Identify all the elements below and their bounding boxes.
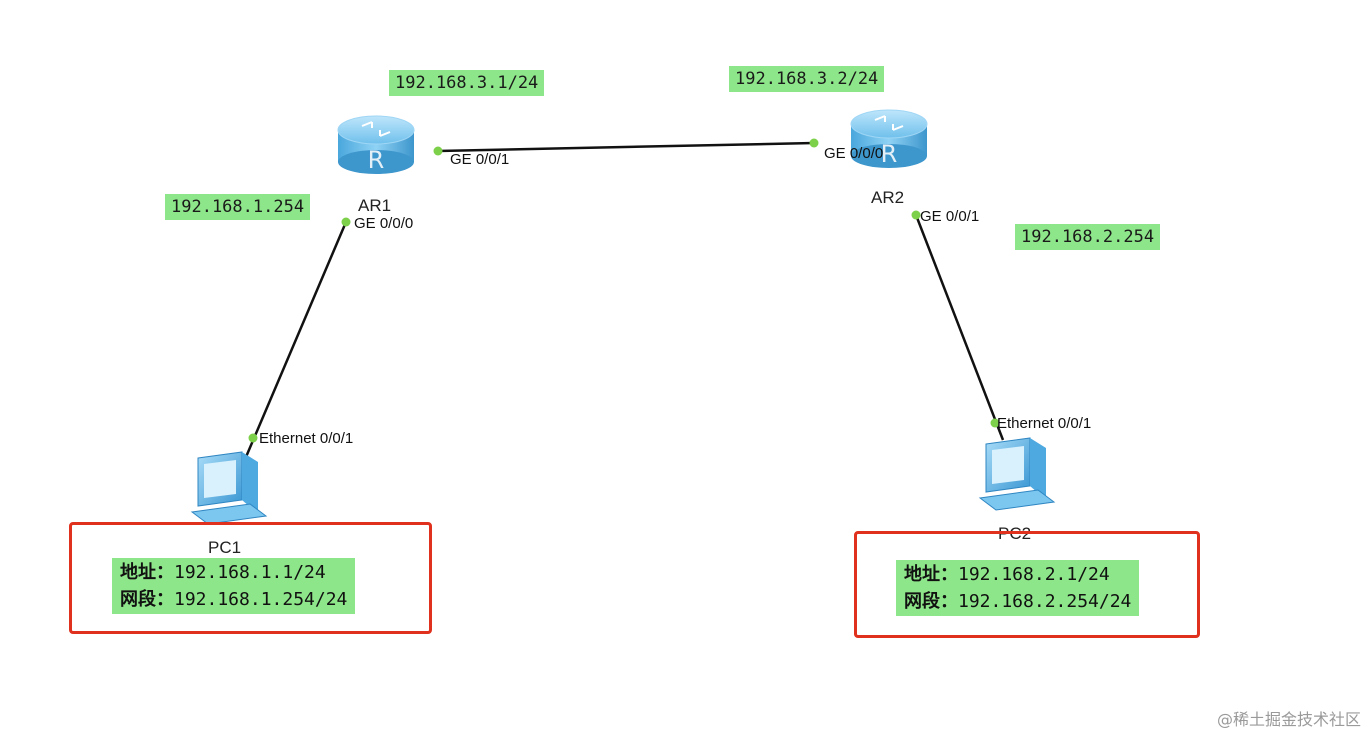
router-icon[interactable]: R xyxy=(337,115,415,174)
pc1-addr-value: 192.168.1.1/24 xyxy=(174,562,326,583)
pc1-net-value: 192.168.1.254/24 xyxy=(174,589,348,610)
pc1-net-key: 网段： xyxy=(120,589,174,610)
pc2-net-key: 网段： xyxy=(904,591,958,612)
port-label-ar2-ge000: GE 0/0/0 xyxy=(824,145,884,162)
pc2-info-block: 地址：192.168.2.1/24 网段：192.168.2.254/24 xyxy=(896,560,1140,616)
port-dot xyxy=(990,418,1000,428)
pc2-addr-key: 地址： xyxy=(904,564,958,585)
port-dot xyxy=(341,217,351,227)
link-ar2-pc2 xyxy=(914,214,1005,441)
port-label-pc2-eth: Ethernet 0/0/1 xyxy=(997,415,1092,432)
pc1-info-callout xyxy=(69,522,432,634)
pc1-info-block: 地址：192.168.1.1/24 网段：192.168.1.254/24 xyxy=(112,558,356,614)
port-label-pc1-eth: Ethernet 0/0/1 xyxy=(259,430,354,447)
port-dot xyxy=(911,210,921,220)
pc2-addr-row: 地址：192.168.2.1/24 xyxy=(904,561,1131,588)
watermark: @稀土掘金技术社区 xyxy=(1216,710,1361,729)
port-dot xyxy=(809,138,819,148)
device-label-ar2: AR2 xyxy=(871,188,905,207)
pc-icon[interactable] xyxy=(978,437,1056,511)
svg-text:R: R xyxy=(881,140,898,168)
pc1-addr-row: 地址：192.168.1.1/24 xyxy=(120,559,347,586)
ip-label-ar1-ge001: 192.168.3.1/24 xyxy=(389,70,545,96)
router-icon[interactable]: R xyxy=(850,109,928,168)
device-label-ar1: AR1 xyxy=(358,196,392,215)
pc1-net-row: 网段：192.168.1.254/24 xyxy=(120,586,347,613)
link-ar1-ar2 xyxy=(437,141,815,153)
pc1-addr-key: 地址： xyxy=(120,562,174,583)
port-label-ar1-ge000: GE 0/0/0 xyxy=(354,215,414,232)
port-label-ar2-ge001: GE 0/0/1 xyxy=(920,208,980,225)
device-label-pc1: PC1 xyxy=(208,538,242,557)
port-dot xyxy=(433,146,443,156)
pc-icon[interactable] xyxy=(190,451,268,525)
svg-text:R: R xyxy=(368,146,385,174)
port-dot xyxy=(248,433,258,443)
link-ar1-pc1 xyxy=(241,221,348,465)
ip-label-ar2-ge000: 192.168.3.2/24 xyxy=(729,66,885,92)
pc2-addr-value: 192.168.2.1/24 xyxy=(958,564,1110,585)
pc2-info-callout xyxy=(854,531,1200,638)
port-label-ar1-ge001: GE 0/0/1 xyxy=(450,151,510,168)
pc2-net-row: 网段：192.168.2.254/24 xyxy=(904,588,1131,615)
ip-label-ar1-ge000: 192.168.1.254 xyxy=(165,194,311,220)
pc2-net-value: 192.168.2.254/24 xyxy=(958,591,1132,612)
ip-label-ar2-ge001: 192.168.2.254 xyxy=(1015,224,1161,250)
